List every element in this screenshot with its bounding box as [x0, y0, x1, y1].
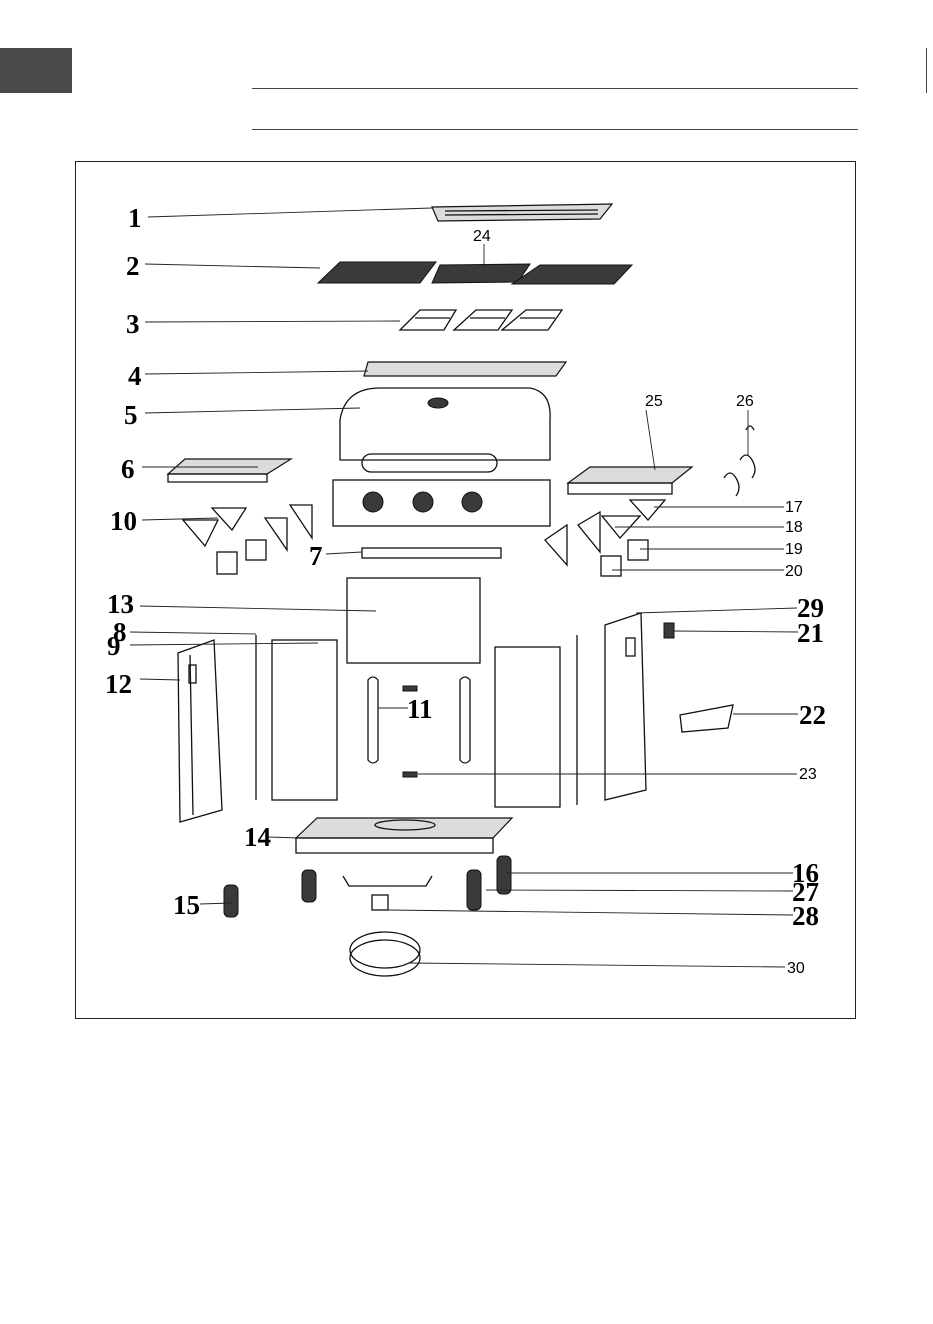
label-part-1: 1: [128, 203, 142, 233]
label-part-10: 10: [110, 506, 137, 536]
label-part-18: 18: [785, 519, 803, 536]
label-part-22: 22: [799, 700, 826, 730]
right-cabinet-side: [605, 613, 646, 800]
back-panel: [347, 578, 480, 663]
label-part-4: 4: [128, 361, 142, 391]
left-cabinet-side: [178, 640, 222, 822]
grease-tray: [364, 362, 566, 376]
label-part-2: 2: [126, 251, 140, 281]
door-handles: [368, 677, 470, 777]
label-part-28: 28: [792, 901, 819, 931]
label-part-29: 29: [797, 593, 824, 623]
label-part-14: 14: [244, 822, 271, 852]
firebox-lid: [333, 388, 550, 526]
label-part-20: 20: [785, 563, 803, 580]
heat-shield: [362, 548, 501, 558]
label-part-30: 30: [787, 960, 805, 977]
label-part-11: 11: [407, 694, 433, 724]
tank-strap: [350, 932, 420, 976]
igniter-knob: [664, 623, 674, 638]
label-part-7: 7: [309, 541, 323, 571]
label-part-13: 13: [107, 589, 134, 619]
label-part-12: 12: [105, 669, 132, 699]
label-part-26: 26: [736, 393, 754, 410]
bottom-shelf: [296, 818, 512, 853]
label-part-9: 9: [107, 631, 121, 661]
tank-holder: [680, 705, 733, 732]
label-part-23: 23: [799, 766, 817, 783]
label-part-6: 6: [121, 454, 135, 484]
bottom-crossbar: [343, 876, 432, 910]
label-part-25: 25: [645, 393, 663, 410]
warming-rack: [432, 204, 612, 221]
flame-tamers: [400, 310, 562, 330]
label-part-19: 19: [785, 541, 803, 558]
cooking-grates: [318, 262, 632, 284]
left-side-shelf: [168, 459, 291, 482]
label-part-3: 3: [126, 309, 140, 339]
right-side-shelf: [568, 467, 692, 494]
label-part-17: 17: [785, 499, 803, 516]
s-hooks: [724, 426, 755, 496]
label-part-15: 15: [173, 890, 200, 920]
label-part-5: 5: [124, 400, 138, 430]
label-part-24: 24: [473, 228, 491, 245]
right-brackets: [545, 500, 665, 576]
left-brackets: [183, 505, 312, 574]
